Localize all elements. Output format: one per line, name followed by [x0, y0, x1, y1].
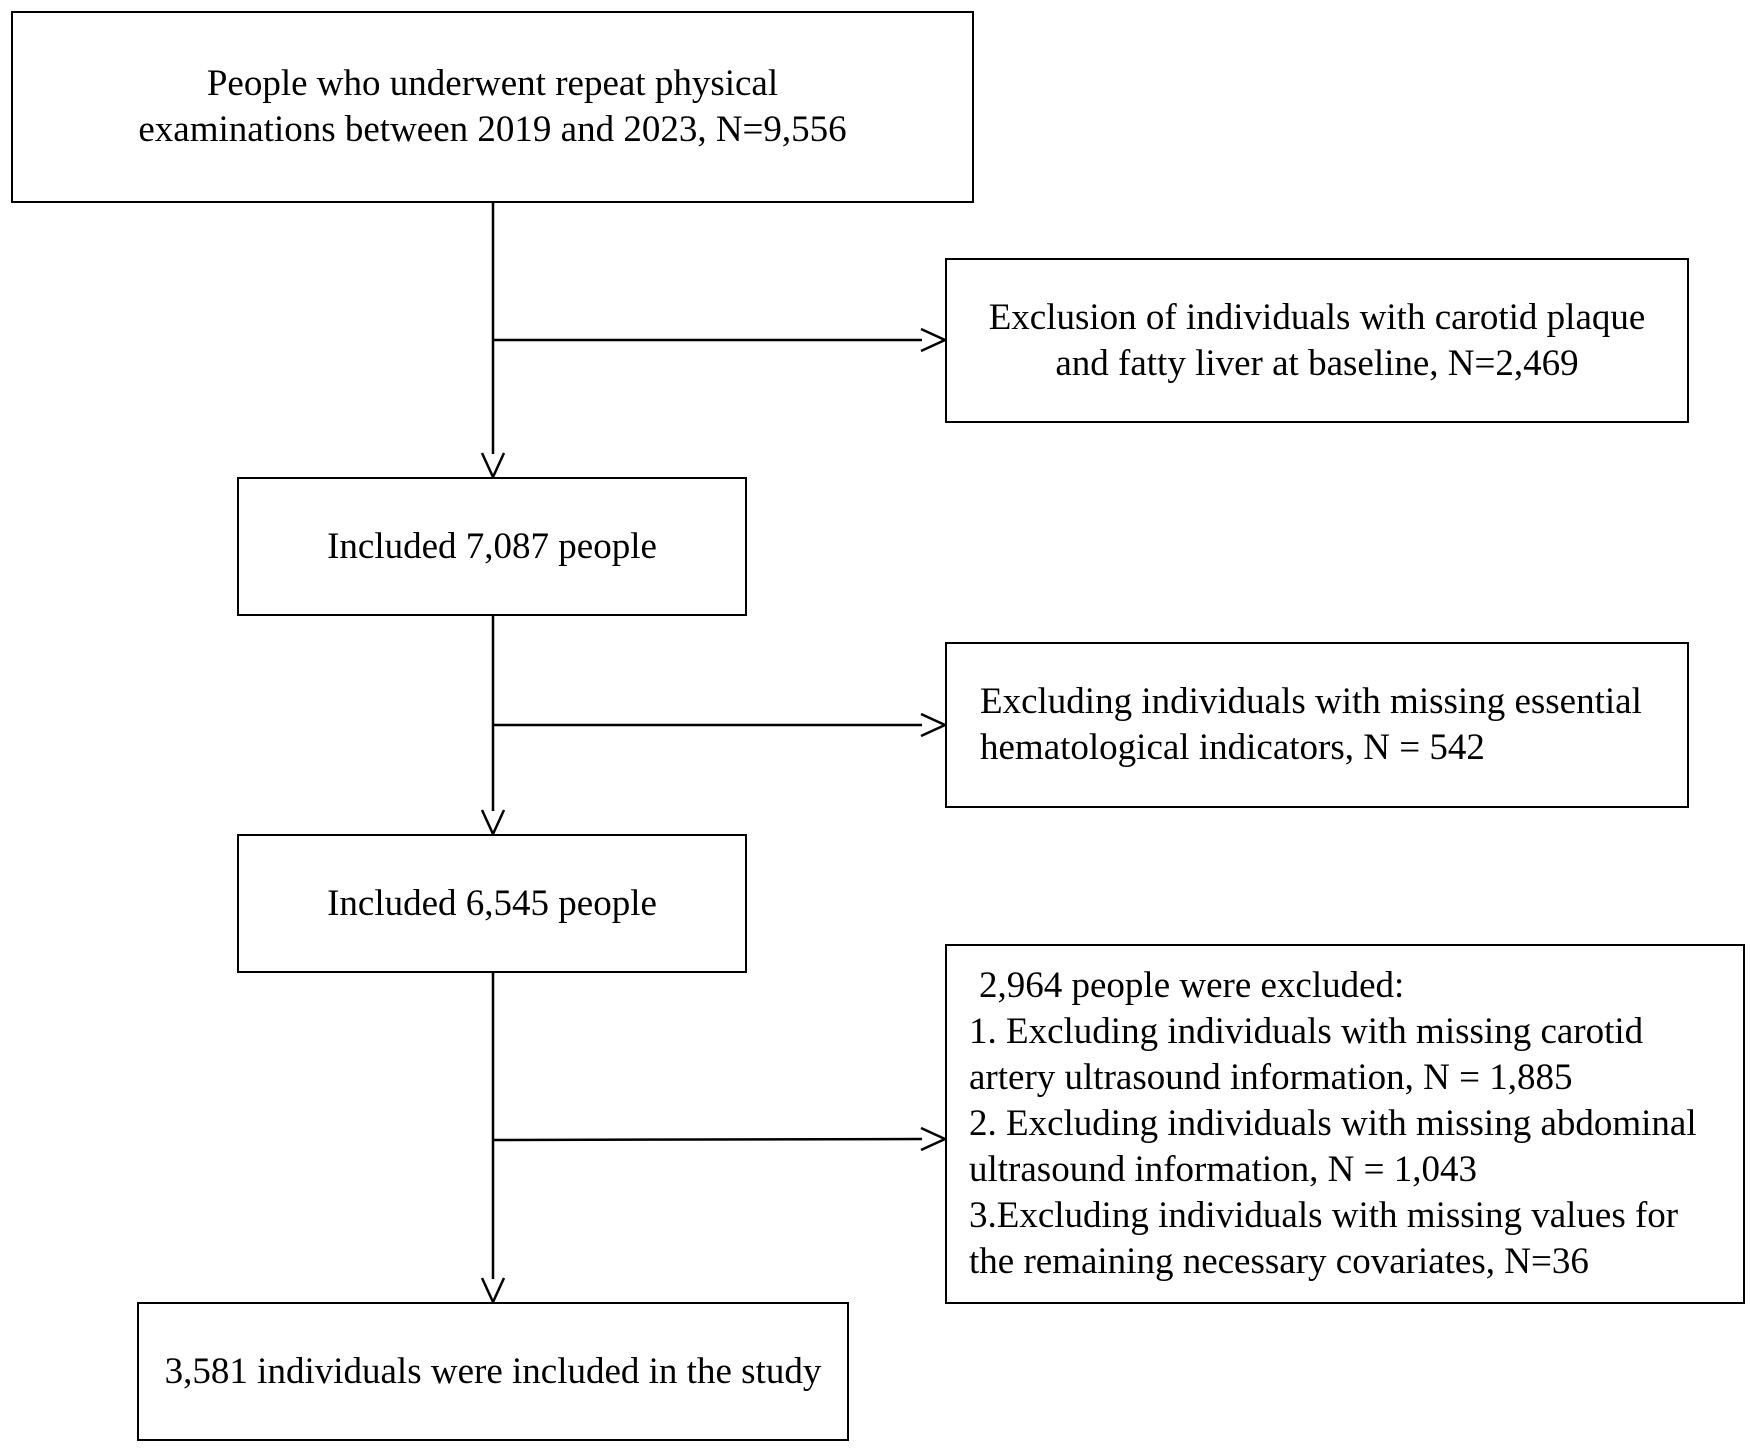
arrowhead-included-1 [480, 452, 506, 481]
exclusion-box-1: Exclusion of individuals with carotid pl… [945, 258, 1689, 423]
arrowhead-exclusion-3 [920, 1126, 949, 1152]
exclusion-3-line-5: ultrasound information, N = 1,043 [969, 1149, 1477, 1190]
exclusion-2-line-2: hematological indicators, N = 542 [980, 727, 1485, 768]
arrowhead-included-2 [480, 809, 506, 838]
start-line-2: examinations between 2019 and 2023, N=9,… [138, 109, 847, 150]
start-box: People who underwent repeat physical exa… [11, 11, 974, 203]
exclusion-2-line-1: Excluding individuals with missing essen… [980, 681, 1642, 722]
exclusion-3-line-4: 2. Excluding individuals with missing ab… [969, 1103, 1697, 1144]
exclusion-3-line-7: the remaining necessary covariates, N=36 [969, 1241, 1589, 1282]
final-text: 3,581 individuals were included in the s… [164, 1350, 822, 1392]
arrowhead-exclusion-1 [920, 327, 949, 353]
included-box-2: Included 6,545 people [237, 834, 747, 973]
exclusion-box-2: Excluding individuals with missing essen… [945, 642, 1689, 808]
exclusion-1-line-1: Exclusion of individuals with carotid pl… [988, 296, 1646, 338]
included-2-text: Included 6,545 people [327, 882, 657, 924]
connector-to-exclusion-3 [492, 1137, 923, 1142]
exclusion-box-3: 2,964 people were excluded: 1. Excluding… [945, 944, 1745, 1304]
final-box: 3,581 individuals were included in the s… [137, 1302, 849, 1441]
arrowhead-final [480, 1277, 506, 1306]
exclusion-3-line-2: 1. Excluding individuals with missing ca… [969, 1011, 1644, 1052]
exclusion-3-heading: 2,964 people were excluded: [979, 965, 1405, 1006]
included-1-text: Included 7,087 people [327, 525, 657, 567]
included-box-1: Included 7,087 people [237, 477, 747, 616]
exclusion-3-line-3: artery ultrasound information, N = 1,885 [969, 1057, 1573, 1098]
arrowhead-exclusion-2 [920, 712, 949, 738]
exclusion-1-line-2: and fatty liver at baseline, N=2,469 [1055, 342, 1579, 384]
exclusion-3-line-6: 3.Excluding individuals with missing val… [969, 1195, 1679, 1236]
start-line-1: People who underwent repeat physical [206, 63, 779, 104]
